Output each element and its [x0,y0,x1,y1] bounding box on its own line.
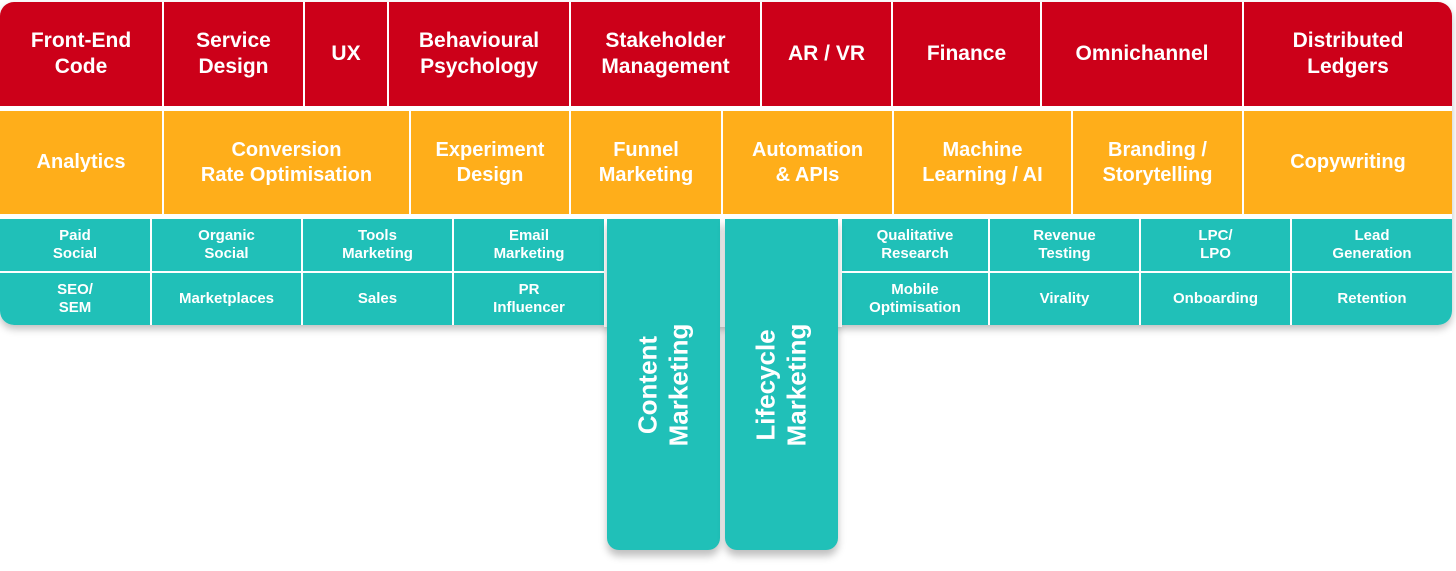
skill-retention: Retention [1292,273,1452,325]
skill-branding-storytelling: Branding / Storytelling [1073,111,1244,214]
skill-seo-sem: SEO/ SEM [0,273,152,325]
right-skill-grid: Qualitative Research Revenue Testing LPC… [842,219,1452,325]
deep-skill-lifecycle-marketing: Lifecycle Marketing [725,219,838,550]
skill-revenue-testing: Revenue Testing [990,219,1141,273]
skill-ar-vr: AR / VR [762,2,893,106]
skill-front-end-code: Front-End Code [0,2,164,106]
skill-qualitative-research: Qualitative Research [842,219,990,273]
skill-finance: Finance [893,2,1042,106]
skill-omnichannel: Omnichannel [1042,2,1244,106]
content-marketing-label: Content Marketing [632,323,694,446]
lifecycle-marketing-label: Lifecycle Marketing [750,323,812,446]
skill-behavioural-psychology: Behavioural Psychology [389,2,571,106]
skill-tools-marketing: Tools Marketing [303,219,454,273]
deep-skill-content-marketing: Content Marketing [607,219,720,550]
left-skill-grid: Paid Social Organic Social Tools Marketi… [0,219,604,325]
skill-email-marketing: Email Marketing [454,219,604,273]
skill-machine-learning-ai: Machine Learning / AI [894,111,1073,214]
skill-stakeholder-management: Stakeholder Management [571,2,762,106]
skill-pr-influencer: PR Influencer [454,273,604,325]
skill-onboarding: Onboarding [1141,273,1292,325]
skill-funnel-marketing: Funnel Marketing [571,111,723,214]
top-skill-row: Front-End Code Service Design UX Behavio… [0,2,1456,106]
skill-marketplaces: Marketplaces [152,273,303,325]
skill-organic-social: Organic Social [152,219,303,273]
skill-lpc-lpo: LPC/ LPO [1141,219,1292,273]
skill-ux: UX [305,2,389,106]
skill-lead-generation: Lead Generation [1292,219,1452,273]
skill-virality: Virality [990,273,1141,325]
skill-copywriting: Copywriting [1244,111,1452,214]
skill-conversion-rate-optimisation: Conversion Rate Optimisation [164,111,411,214]
skill-service-design: Service Design [164,2,305,106]
skill-sales: Sales [303,273,454,325]
middle-skill-row: Analytics Conversion Rate Optimisation E… [0,111,1456,214]
skill-experiment-design: Experiment Design [411,111,571,214]
skill-distributed-ledgers: Distributed Ledgers [1244,2,1452,106]
skill-analytics: Analytics [0,111,164,214]
skill-paid-social: Paid Social [0,219,152,273]
skill-mobile-optimisation: Mobile Optimisation [842,273,990,325]
skill-automation-apis: Automation & APIs [723,111,894,214]
